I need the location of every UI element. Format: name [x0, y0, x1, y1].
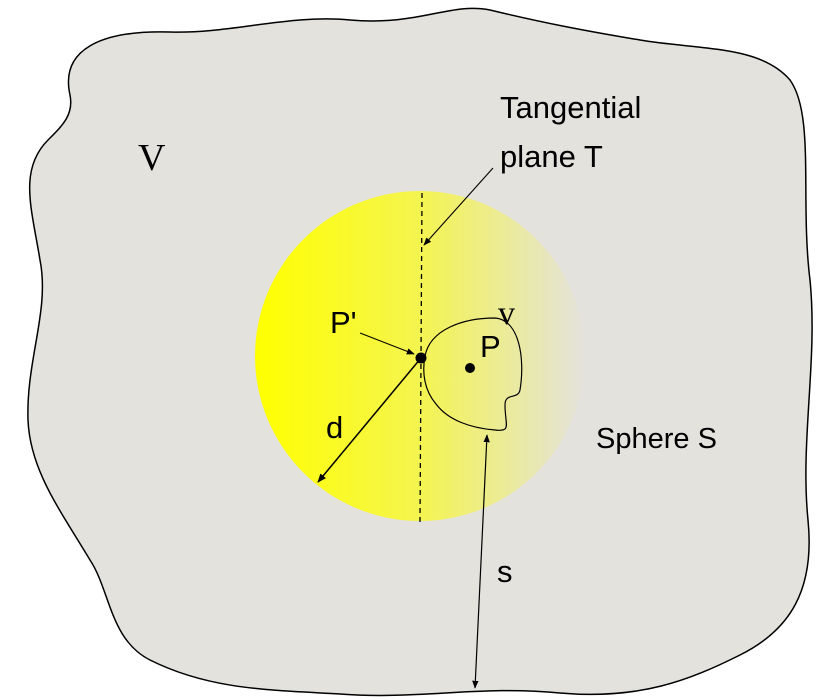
label-point-P-prime: P' [330, 305, 357, 340]
p-prime-arrow [359, 332, 415, 355]
tangential-plane-arrow [423, 167, 494, 246]
label-volume-V: V [138, 137, 166, 179]
distance-s-arrow [472, 434, 490, 689]
label-tangential-line-2: plane T [500, 139, 603, 174]
label-tangential-plane: Tangential plane T [500, 90, 650, 174]
label-subvolume-v: v [498, 295, 515, 332]
label-sphere-S: Sphere S [596, 423, 717, 455]
label-tangential-line-1: Tangential [500, 90, 641, 125]
point-P-prime-dot [415, 352, 427, 364]
label-distance-d: d [326, 410, 343, 445]
label-distance-s: s [497, 554, 513, 589]
point-P-dot [465, 363, 475, 373]
subvolume-v-boundary [423, 317, 523, 431]
distance-d-arrow [317, 357, 422, 483]
label-point-P: P [480, 329, 501, 364]
